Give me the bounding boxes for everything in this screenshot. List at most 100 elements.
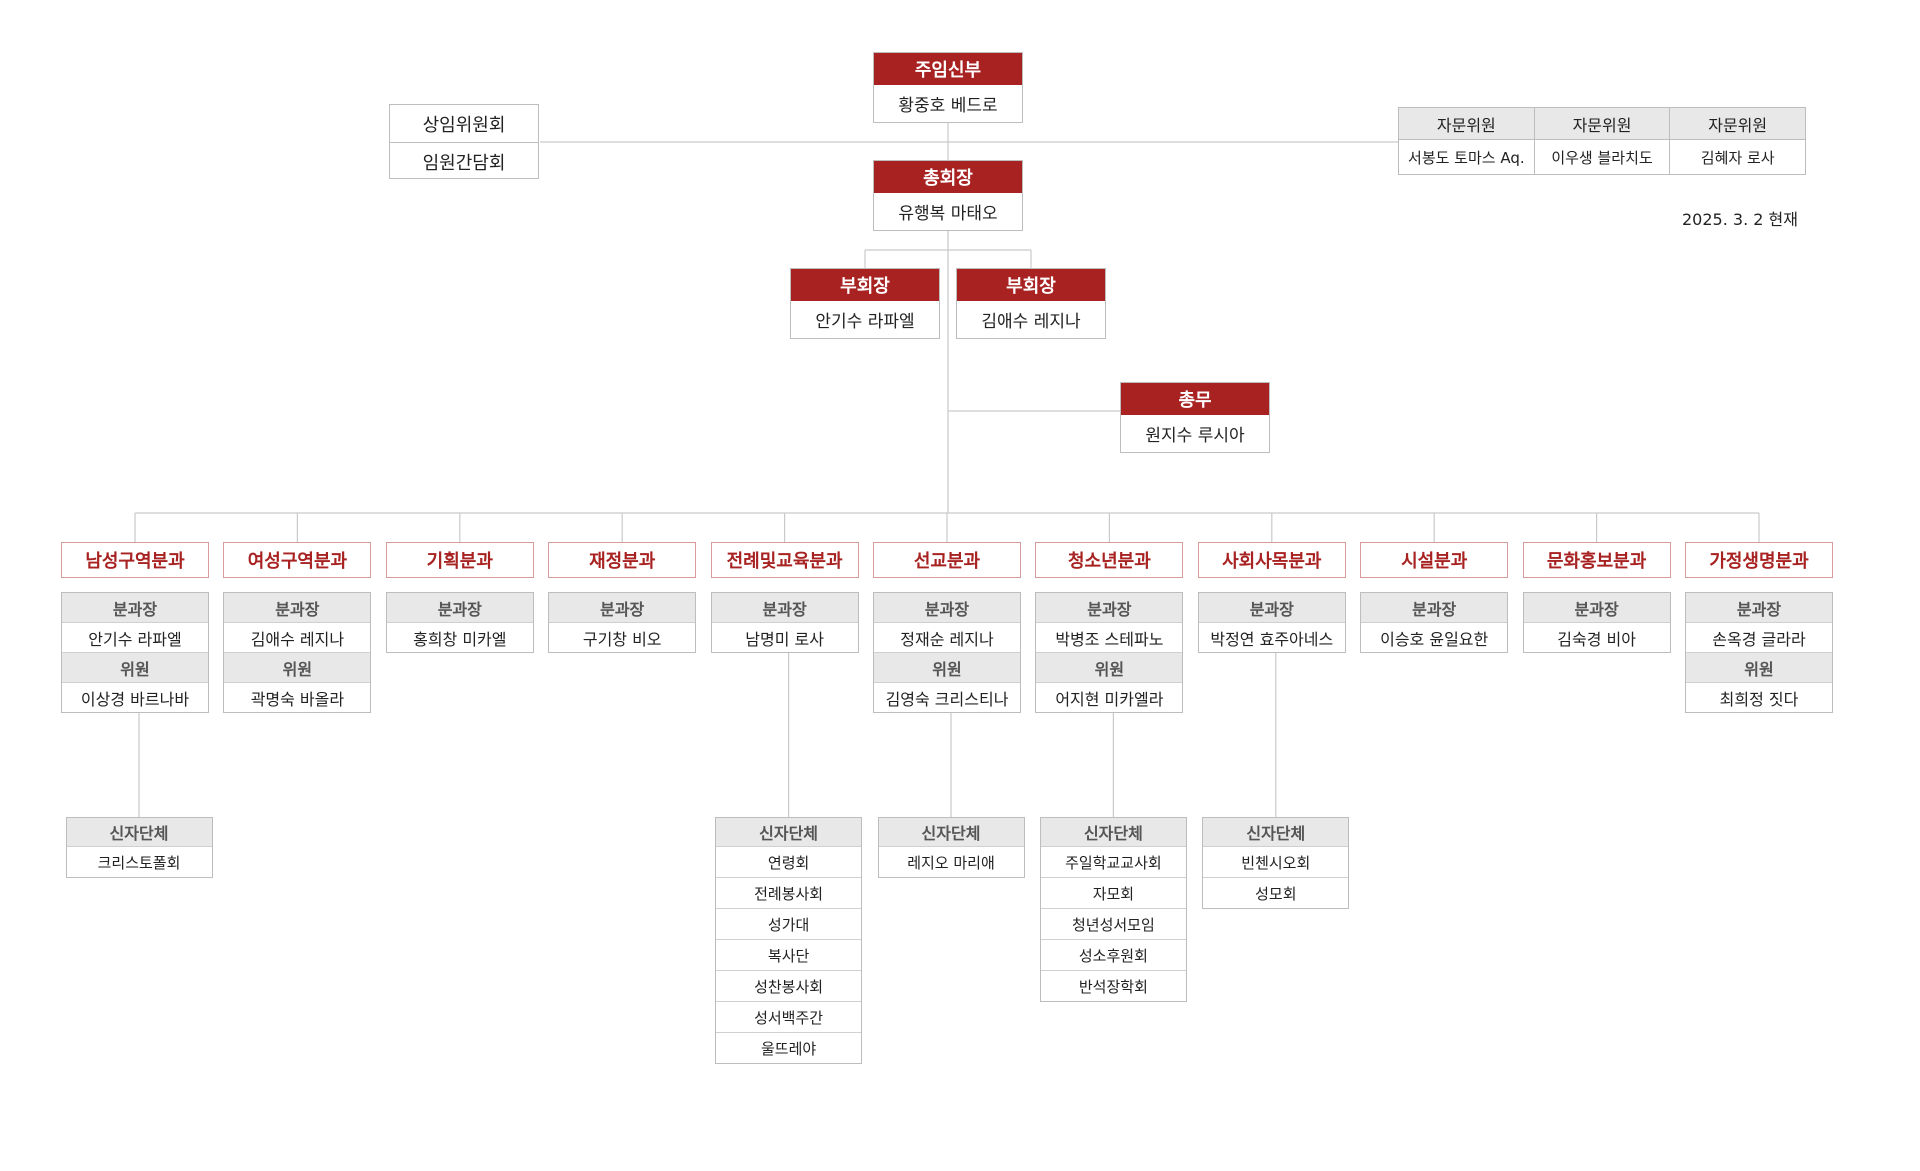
staff-role: 분과장 xyxy=(1361,593,1508,622)
department-title: 문화홍보분과 xyxy=(1522,542,1671,578)
staff-person: 구기창 비오 xyxy=(549,622,696,652)
vice-president-box: 부회장 김애수 레지나 xyxy=(956,268,1106,339)
department-title: 여성구역분과 xyxy=(223,542,372,578)
staff-role: 분과장 xyxy=(711,593,858,622)
council-officers: 임원간담회 xyxy=(390,142,538,180)
staff-person: 안기수 라파엘 xyxy=(62,622,208,653)
staff-role: 분과장 xyxy=(224,593,371,622)
group-title: 신자단체 xyxy=(1203,818,1349,846)
group-item: 성서백주간 xyxy=(716,1001,862,1032)
department-title: 시설분과 xyxy=(1360,542,1509,578)
pastor-box: 주임신부 황중호 베드로 xyxy=(873,52,1023,123)
staff-person: 김영숙 크리스티나 xyxy=(874,682,1020,712)
group-item: 성찬봉사회 xyxy=(716,970,862,1001)
group-title: 신자단체 xyxy=(716,818,862,846)
group-item: 성소후원회 xyxy=(1040,939,1186,970)
president-name: 유행복 마태오 xyxy=(898,204,998,224)
pastor-title: 주임신부 xyxy=(874,53,1022,85)
advisor-box: 자문위원 서봉도 토마스 Aq. 자문위원 이우생 블라치도 자문위원 김혜자 … xyxy=(1398,107,1806,175)
staff-role: 분과장 xyxy=(874,593,1020,622)
group-item: 복사단 xyxy=(716,939,862,970)
department-title: 가정생명분과 xyxy=(1685,542,1833,578)
date-label: 2025. 3. 2 현재 xyxy=(1682,210,1798,229)
advisor-col: 자문위원 김혜자 로사 xyxy=(1669,108,1806,174)
staff-role: 분과장 xyxy=(386,593,533,622)
department-title: 전례및교육분과 xyxy=(710,542,859,578)
president-title: 총회장 xyxy=(874,161,1022,193)
department-title: 선교분과 xyxy=(873,542,1021,578)
pastor-name: 황중호 베드로 xyxy=(898,96,998,116)
department-title: 재정분과 xyxy=(548,542,697,578)
advisor-col: 자문위원 서봉도 토마스 Aq. xyxy=(1399,108,1534,174)
department-title: 사회사목분과 xyxy=(1197,542,1346,578)
group-item: 성가대 xyxy=(716,908,862,939)
staff-person: 최희정 짓다 xyxy=(1686,682,1832,712)
group-item: 주일학교교사회 xyxy=(1040,846,1186,877)
council-standing: 상임위원회 xyxy=(422,114,506,136)
group-title: 신자단체 xyxy=(878,818,1024,846)
secretary-name: 원지수 루시아 xyxy=(1145,426,1245,446)
staff-person: 박병조 스테파노 xyxy=(1036,622,1183,653)
advisor-title: 자문위원 xyxy=(1534,108,1670,140)
group-title: 신자단체 xyxy=(1040,818,1186,846)
department-title: 기획분과 xyxy=(385,542,534,578)
staff-person: 홍희창 미카엘 xyxy=(386,622,533,652)
group-item: 연령회 xyxy=(716,846,862,877)
vice-president-name: 김애수 레지나 xyxy=(981,312,1081,332)
group-item: 전례봉사회 xyxy=(716,877,862,908)
staff-role: 분과장 xyxy=(1036,593,1183,622)
staff-role: 분과장 xyxy=(1523,593,1670,622)
staff-role: 분과장 xyxy=(62,593,208,622)
group-item: 레지오 마리애 xyxy=(878,846,1024,877)
advisor-name: 서봉도 토마스 Aq. xyxy=(1408,148,1525,167)
advisor-col: 자문위원 이우생 블라치도 xyxy=(1533,108,1670,174)
vice-president-title: 부회장 xyxy=(791,269,939,301)
staff-role: 분과장 xyxy=(1686,593,1832,622)
vice-president-title: 부회장 xyxy=(957,269,1105,301)
vice-president-box: 부회장 안기수 라파엘 xyxy=(790,268,940,339)
staff-person: 이승호 윤일요한 xyxy=(1361,622,1508,652)
department-title: 청소년분과 xyxy=(1035,542,1184,578)
staff-role: 위원 xyxy=(1036,653,1183,682)
staff-person: 어지현 미카엘라 xyxy=(1036,682,1183,712)
group-item: 청년성서모임 xyxy=(1040,908,1186,939)
advisor-name: 이우생 블라치도 xyxy=(1551,148,1653,167)
staff-role: 위원 xyxy=(62,653,208,682)
staff-person: 정재순 레지나 xyxy=(874,622,1020,653)
group-item: 크리스토폴회 xyxy=(66,846,212,877)
secretary-title: 총무 xyxy=(1121,383,1269,415)
staff-person: 이상경 바르나바 xyxy=(62,682,208,712)
group-item: 빈첸시오회 xyxy=(1203,846,1349,877)
staff-role: 위원 xyxy=(1686,653,1832,682)
staff-role: 분과장 xyxy=(549,593,696,622)
group-item: 성모회 xyxy=(1203,877,1349,908)
advisor-title: 자문위원 xyxy=(1670,108,1806,140)
staff-person: 남명미 로사 xyxy=(711,622,858,652)
advisor-title: 자문위원 xyxy=(1399,108,1534,140)
council-box: 상임위원회 임원간담회 xyxy=(389,104,539,179)
staff-role: 위원 xyxy=(224,653,371,682)
group-title: 신자단체 xyxy=(66,818,212,846)
staff-role: 위원 xyxy=(874,653,1020,682)
group-item: 울뜨레야 xyxy=(716,1032,862,1063)
staff-person: 박정연 효주아네스 xyxy=(1198,622,1345,652)
president-box: 총회장 유행복 마태오 xyxy=(873,160,1023,231)
staff-person: 곽명숙 바올라 xyxy=(224,682,371,712)
department-title: 남성구역분과 xyxy=(61,542,209,578)
